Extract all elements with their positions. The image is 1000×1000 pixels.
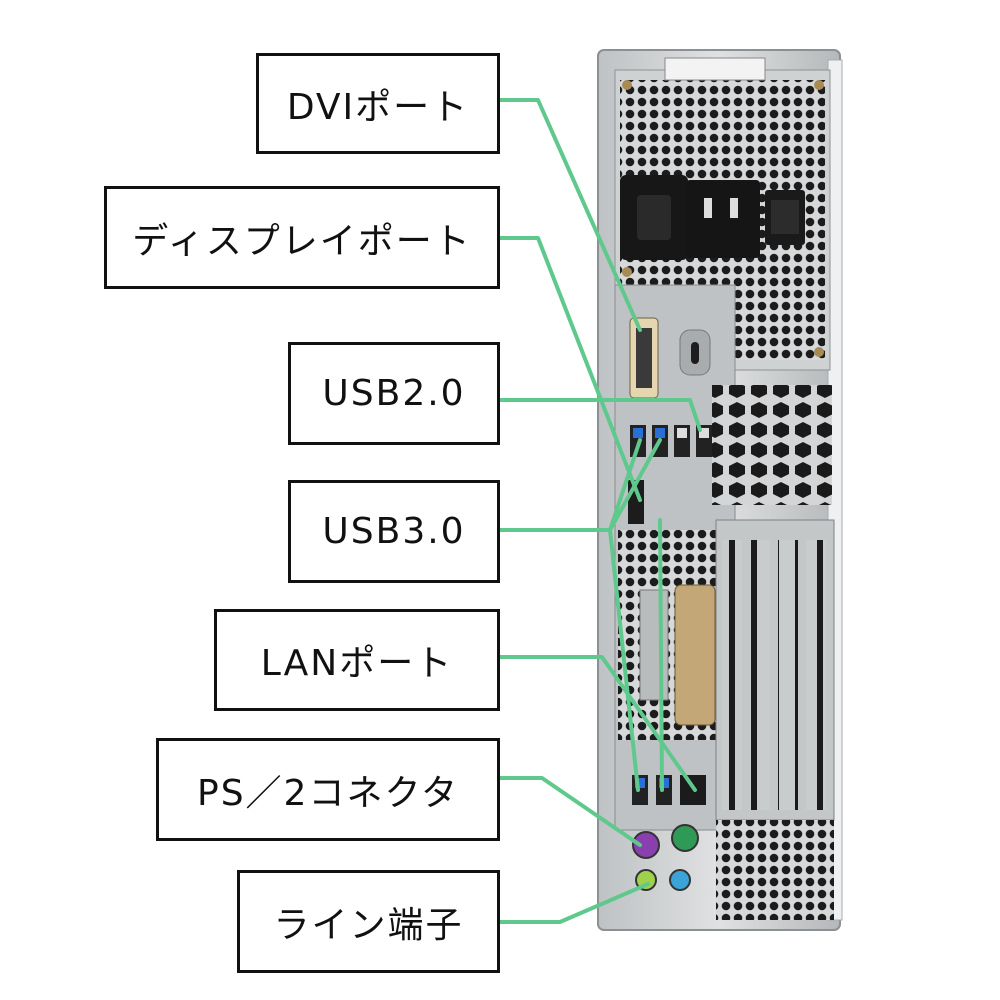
leader-line-usb3-b (608, 438, 662, 532)
label-line-jack: ライン端子 (237, 870, 500, 973)
label-dvi-port: DVIポート (256, 53, 500, 154)
label-usb3: USB3.0 (288, 480, 500, 583)
label-usb2: USB2.0 (288, 342, 500, 445)
rear-fan-vent (712, 385, 832, 505)
label-ps2: PS／2コネクタ (156, 738, 500, 841)
label-lan-port: LANポート (214, 609, 500, 711)
ps2-keyboard-port-icon[interactable] (632, 831, 660, 859)
label-usb2-text: USB2.0 (322, 373, 466, 414)
label-displayport: ディスプレイポート (104, 186, 500, 289)
leader-line-dvi (496, 98, 642, 332)
leader-line-usb3-d (658, 518, 664, 792)
line-in-jack-icon[interactable] (669, 869, 691, 891)
leader-line-displayport (496, 236, 642, 502)
label-lan-port-text: LANポート (260, 643, 454, 684)
label-line-jack-text: ライン端子 (273, 904, 464, 946)
expansion-slots (715, 519, 835, 920)
leader-line-ps2 (496, 776, 642, 847)
label-ps2-text: PS／2コネクタ (196, 772, 460, 814)
label-dvi-port-text: DVIポート (286, 86, 470, 128)
leader-line-usb3-c (608, 528, 640, 792)
label-usb3-text: USB3.0 (322, 511, 466, 552)
leader-line-usb2 (496, 398, 702, 432)
leader-lines (496, 98, 702, 924)
label-displayport-text: ディスプレイポート (132, 220, 472, 262)
leader-line-lan (496, 655, 697, 792)
ps2-mouse-port-icon[interactable] (671, 824, 699, 852)
power-outlet-icon (686, 180, 760, 258)
leader-line-line (496, 882, 650, 924)
